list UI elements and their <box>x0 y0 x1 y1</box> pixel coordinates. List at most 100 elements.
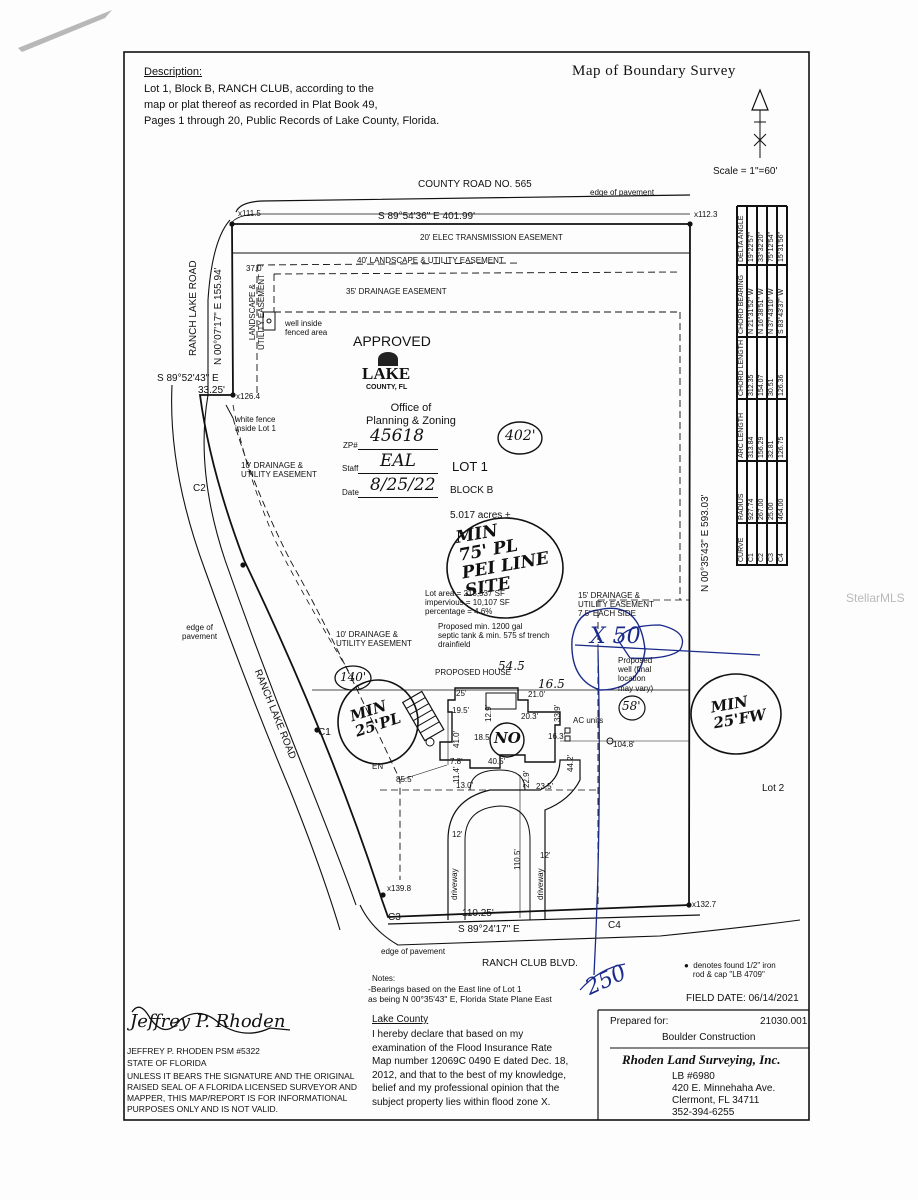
table-cell: 126.36 <box>777 337 787 399</box>
table-cell: 156.29 <box>757 399 767 461</box>
surveyor-name: JEFFREY P. RHODEN PSM #5322 <box>127 1046 260 1056</box>
table-header: CURVE <box>737 523 747 565</box>
survey-point <box>230 392 236 398</box>
hand-circle-402 <box>497 421 543 455</box>
dim-18: 18.5' <box>474 733 492 742</box>
table-cell: C2 <box>757 523 767 565</box>
dim-11: 11.4' <box>452 766 461 783</box>
elevation-nw: x111.5 <box>238 209 261 218</box>
hand-min75: MIN 75' PL PEI LINE SITE <box>454 520 551 601</box>
drainage10-west <box>232 417 401 880</box>
scan-smudge <box>18 10 112 52</box>
table-cell: C3 <box>767 523 777 565</box>
house-inner-room <box>485 692 517 710</box>
table-cell: 267.00 <box>757 461 767 523</box>
zp-value: 45618 <box>370 426 425 446</box>
disclaimer: UNLESS IT BEARS THE SIGNATURE AND THE OR… <box>127 1071 358 1115</box>
dim-12c: 12.9' <box>484 704 493 722</box>
survey-point <box>687 221 693 227</box>
proposed-house-label: PROPOSED HOUSE <box>435 668 512 677</box>
signature: Jeffrey P. Rhoden <box>130 1011 286 1032</box>
county-road-label: COUNTY ROAD NO. 565 <box>418 179 532 190</box>
description-line-3: Pages 1 through 20, Public Records of La… <box>144 115 440 127</box>
curve-label-c2: C2 <box>193 483 206 494</box>
hand-250-mark <box>579 963 626 991</box>
elevation-ne: x112.3 <box>694 210 718 219</box>
dim-19: 19.5' <box>452 706 470 715</box>
well-enclosure <box>262 311 276 331</box>
driveway-left-label: driveway <box>450 868 459 900</box>
date-value: 8/25/22 <box>370 475 436 495</box>
ranch-lake-road-top: RANCH LAKE ROAD <box>188 260 199 356</box>
east-line-bearing: N 00°35'43" E 593.03' <box>700 494 711 592</box>
west-jog-bearing: S 89°52'43" E <box>157 373 219 384</box>
table-cell: 19°22'57" <box>747 205 757 265</box>
ac-unit <box>564 727 571 734</box>
zp-label: ZP# <box>343 441 358 450</box>
curve-label-c1: C1 <box>318 727 331 738</box>
company-address-2: Clermont, FL 34711 <box>672 1095 760 1106</box>
driveway-outline <box>447 759 581 920</box>
survey-point <box>229 221 235 227</box>
ranch-club-blvd-label: RANCH CLUB BLVD. <box>482 958 578 969</box>
septic-tank <box>425 737 435 747</box>
table-cell: 464.00 <box>777 461 787 523</box>
table-cell: N 16°38'51" W <box>757 265 767 337</box>
landscape-vertical-label: LANDSCAPE & UTILITY EASEMENT <box>248 274 267 350</box>
hand-circle-min25fw <box>690 673 782 755</box>
dim-7: 7.8' <box>450 757 463 766</box>
dim-line <box>399 764 448 781</box>
driveway-right-label: driveway <box>536 868 545 900</box>
septic-drainfield <box>401 690 445 742</box>
approved-stamp: APPROVED <box>353 333 431 349</box>
blue-arrow <box>574 644 761 656</box>
table-cell: 312.35 <box>747 337 757 399</box>
edge-of-pavement-bottom: edge of pavement <box>381 947 446 956</box>
drainage35-line <box>273 271 681 275</box>
date-underline <box>358 497 438 498</box>
table-cell: 32.81 <box>767 399 777 461</box>
dim-20: 20.3' <box>521 712 539 721</box>
staff-label: Staff <box>342 464 359 473</box>
logo-text: LAKE <box>362 364 411 383</box>
dim-104: 104.8' <box>613 740 635 749</box>
dim-33: 33.9' <box>553 704 562 722</box>
county-road-edge <box>235 194 691 213</box>
acres-label: 5.017 acres ± <box>450 510 511 521</box>
watermark: StellarMLS <box>846 591 905 605</box>
west-line-bearing: N 00°07'17" E 155.94' <box>213 267 224 365</box>
drainage35-label: 35' DRAINAGE EASEMENT <box>346 287 447 296</box>
ranch-lake-road-edge <box>203 219 357 906</box>
elevation-sw: x139.8 <box>387 884 412 893</box>
proposed-well-label: Proposed well (final location may vary) <box>618 656 654 693</box>
ac-unit <box>564 735 571 742</box>
dim-41: 41.0' <box>452 730 461 748</box>
page-title: Map of Boundary Survey <box>572 63 736 79</box>
hand-x50: X 50 <box>590 624 641 649</box>
table-header: DELTA ANGLE <box>737 205 747 265</box>
table-header: CHORD LENGTH <box>737 337 747 399</box>
hand-circle-no <box>489 722 525 758</box>
table-cell: N 21°31'52" W <box>747 265 757 337</box>
table-cell: C1 <box>747 523 757 565</box>
hand-circle-58 <box>618 695 646 721</box>
survey-point <box>686 902 692 908</box>
signature-stroke <box>131 1006 291 1034</box>
dim-12a: 12' <box>452 830 463 839</box>
table-cell: C4 <box>777 523 787 565</box>
table-cell: 927.74 <box>747 461 757 523</box>
white-fence-label: white fence inside Lot 1 <box>235 415 276 434</box>
curve-table: CURVE RADIUS ARC LENGTH CHORD LENGTH CHO… <box>736 205 788 566</box>
elec-easement-label: 20' ELEC TRANSMISSION EASEMENT <box>420 233 563 242</box>
ac-units-label: AC units <box>573 716 604 725</box>
table-cell: 25.00 <box>767 461 777 523</box>
hand-402: 402' <box>505 428 536 444</box>
dim-44: 44.2' <box>566 754 575 772</box>
south-line-bearing: S 89°24'17" E <box>458 924 520 935</box>
dim-23: 23.5' <box>536 782 554 791</box>
lake-county-heading: Lake County <box>372 1014 429 1025</box>
blue-vertical-line <box>593 649 600 976</box>
curve-label-c3: C3 <box>388 912 401 923</box>
hand-54: 54.5 <box>498 659 525 673</box>
dim-13: 13.0' <box>456 781 474 790</box>
